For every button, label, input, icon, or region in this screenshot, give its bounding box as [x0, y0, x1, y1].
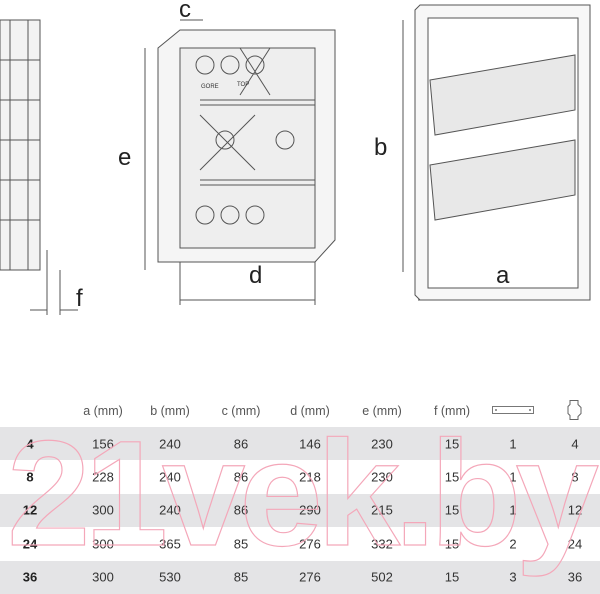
f-value: 15 — [444, 436, 460, 452]
rail-count: 3 — [509, 569, 517, 585]
d-value: 290 — [299, 502, 321, 518]
table-row: 36 300 530 85 276 502 15 3 36 — [0, 560, 600, 594]
table-row: 24 300 365 85 276 332 15 2 24 — [0, 527, 600, 560]
b-value: 240 — [159, 469, 181, 485]
rail-count: 1 — [509, 436, 517, 452]
header-d: d (mm) — [290, 404, 330, 418]
header-b: b (mm) — [150, 404, 190, 418]
dim-label-b: b — [374, 134, 388, 161]
table-row: 12 300 240 86 290 215 15 1 12 — [0, 493, 600, 528]
a-value: 156 — [92, 436, 114, 452]
c-value: 86 — [233, 436, 249, 452]
din-rail-icon — [492, 404, 534, 418]
technical-drawings: GORE TOP c e d b a f — [0, 0, 591, 315]
d-value: 146 — [299, 436, 321, 452]
breaker-count: 4 — [571, 436, 579, 452]
dim-label-e: e — [118, 144, 132, 171]
c-value: 86 — [233, 469, 249, 485]
row-label: 24 — [22, 536, 38, 552]
dim-label-a: a — [496, 262, 510, 289]
circuit-breaker-icon — [567, 399, 583, 424]
table-header: a (mm) b (mm) c (mm) d (mm) e (mm) f (mm… — [0, 395, 600, 427]
a-value: 300 — [92, 536, 114, 552]
row-label: 8 — [26, 469, 34, 485]
box-view — [144, 19, 336, 305]
b-value: 365 — [159, 536, 181, 552]
header-e: e (mm) — [362, 404, 402, 418]
c-value: 86 — [233, 502, 249, 518]
e-value: 230 — [371, 469, 393, 485]
gore-marking: GORE — [201, 84, 219, 90]
front-view — [402, 4, 591, 301]
a-value: 228 — [92, 469, 114, 485]
f-value: 15 — [444, 569, 460, 585]
b-value: 240 — [159, 502, 181, 518]
row-label: 12 — [22, 502, 38, 518]
breaker-count: 8 — [571, 469, 579, 485]
row-label: 4 — [26, 436, 34, 452]
b-value: 240 — [159, 436, 181, 452]
dim-label-d: d — [249, 262, 263, 289]
top-marking: TOP — [237, 82, 249, 88]
row-label: 36 — [22, 569, 38, 585]
f-value: 15 — [444, 536, 460, 552]
breaker-count: 24 — [567, 536, 583, 552]
f-value: 15 — [444, 502, 460, 518]
a-value: 300 — [92, 569, 114, 585]
e-value: 230 — [371, 436, 393, 452]
table-row: 4 156 240 86 146 230 15 1 4 — [0, 427, 600, 461]
rail-count: 1 — [509, 502, 517, 518]
d-value: 276 — [299, 569, 321, 585]
side-view — [0, 19, 78, 315]
e-value: 215 — [371, 502, 393, 518]
breaker-count: 12 — [567, 502, 583, 518]
c-value: 85 — [233, 569, 249, 585]
dim-label-f: f — [76, 285, 83, 312]
rail-count: 1 — [509, 469, 517, 485]
table-row: 8 228 240 86 218 230 15 1 8 — [0, 460, 600, 493]
dimensions-table: a (mm) b (mm) c (mm) d (mm) e (mm) f (mm… — [0, 395, 600, 594]
header-c: c (mm) — [221, 404, 261, 418]
dim-label-c: c — [179, 0, 191, 23]
f-value: 15 — [444, 469, 460, 485]
d-value: 276 — [299, 536, 321, 552]
b-value: 530 — [159, 569, 181, 585]
header-f: f (mm) — [433, 404, 471, 418]
header-a: a (mm) — [83, 404, 123, 418]
dimension-diagram: GORE TOP — [0, 4, 591, 315]
c-value: 85 — [233, 536, 249, 552]
e-value: 502 — [371, 569, 393, 585]
a-value: 300 — [92, 502, 114, 518]
d-value: 218 — [299, 469, 321, 485]
rail-count: 2 — [509, 536, 517, 552]
breaker-count: 36 — [567, 569, 583, 585]
e-value: 332 — [371, 536, 393, 552]
